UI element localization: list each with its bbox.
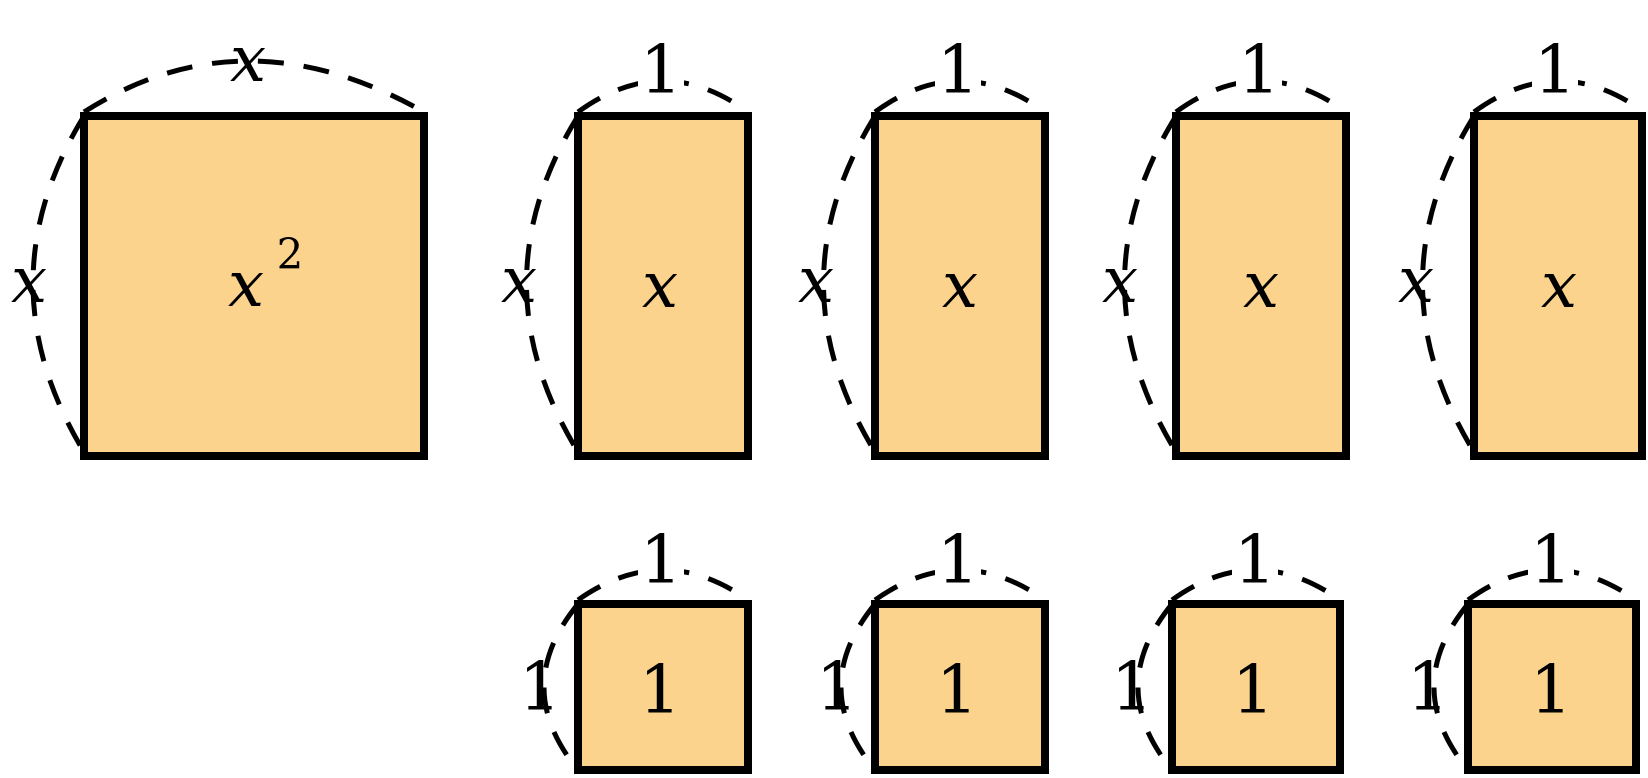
center-label: x xyxy=(1243,249,1279,323)
x-bar-tile: 1 x x xyxy=(1102,30,1350,460)
left-dimension-arc xyxy=(1122,114,1179,454)
center-label: 1 xyxy=(1530,652,1572,729)
center-label: 1 xyxy=(639,652,681,729)
label-backdrop xyxy=(935,524,981,590)
center-label: 1 xyxy=(1232,652,1274,729)
top-label: 1 xyxy=(1238,32,1280,109)
x-bar-rect xyxy=(1470,112,1646,460)
center-label: x xyxy=(1541,249,1577,323)
x-bar-tile: 1 x x xyxy=(1398,30,1646,460)
top-dimension-arc xyxy=(873,78,1047,115)
unit-rect xyxy=(871,600,1049,774)
unit-tile: 1 1 1 xyxy=(519,522,752,774)
top-label: 1 xyxy=(1534,32,1576,109)
center-label: x xyxy=(642,249,678,323)
top-dimension-arc xyxy=(873,567,1047,603)
exponent-label: 2 xyxy=(277,230,304,279)
left-label: x xyxy=(11,244,47,318)
unit-rect xyxy=(574,600,752,774)
top-dimension-arc xyxy=(1466,567,1638,603)
label-backdrop xyxy=(1236,30,1282,102)
x-squared-tile: x x x 2 xyxy=(11,23,428,460)
left-label: 1 xyxy=(816,649,858,726)
x-bar-tile: 1 x x xyxy=(501,30,752,460)
top-label: 1 xyxy=(1530,522,1572,599)
label-backdrop xyxy=(638,524,684,590)
center-label: x xyxy=(942,249,978,323)
unit-rect xyxy=(1168,600,1344,774)
top-dimension-arc xyxy=(576,567,750,603)
center-label: 1 xyxy=(936,652,978,729)
top-dimension-arc xyxy=(82,58,426,115)
label-backdrop xyxy=(1528,524,1574,590)
left-dimension-arc xyxy=(838,602,877,772)
center-label: x xyxy=(228,248,264,322)
left-dimension-arc xyxy=(30,114,87,454)
label-backdrop xyxy=(935,30,981,102)
left-label: 1 xyxy=(1407,649,1449,726)
x-bar-rect xyxy=(1172,112,1350,460)
x-bar-rect xyxy=(574,112,752,460)
left-label: x xyxy=(501,244,537,318)
label-backdrop xyxy=(1532,30,1578,102)
left-dimension-arc xyxy=(541,602,580,772)
top-label: 1 xyxy=(1234,522,1276,599)
top-label: x xyxy=(230,23,266,97)
x-squared-rect xyxy=(80,112,428,460)
label-backdrop xyxy=(1232,524,1278,590)
x-bar-rect xyxy=(871,112,1049,460)
top-dimension-arc xyxy=(1170,567,1342,603)
left-dimension-arc xyxy=(1431,602,1470,772)
x-bar-tile: 1 x x xyxy=(798,30,1049,460)
unit-tile: 1 1 1 xyxy=(1111,522,1344,774)
left-label: 1 xyxy=(1111,649,1153,726)
unit-tile: 1 1 1 xyxy=(1407,522,1640,774)
left-label: x xyxy=(798,244,834,318)
top-label: 1 xyxy=(937,32,979,109)
left-dimension-arc xyxy=(1420,114,1477,454)
label-backdrop xyxy=(638,30,684,102)
top-label: 1 xyxy=(640,522,682,599)
unit-rect xyxy=(1464,600,1640,774)
top-dimension-arc xyxy=(576,78,750,115)
top-label: 1 xyxy=(937,522,979,599)
unit-tile: 1 1 1 xyxy=(816,522,1049,774)
left-label: x xyxy=(1102,244,1138,318)
left-dimension-arc xyxy=(524,114,581,454)
left-dimension-arc xyxy=(1135,602,1174,772)
top-label: 1 xyxy=(640,32,682,109)
top-dimension-arc xyxy=(1174,78,1348,115)
top-dimension-arc xyxy=(1472,78,1646,115)
left-label: x xyxy=(1398,244,1434,318)
left-dimension-arc xyxy=(821,114,878,454)
left-label: 1 xyxy=(519,649,561,726)
